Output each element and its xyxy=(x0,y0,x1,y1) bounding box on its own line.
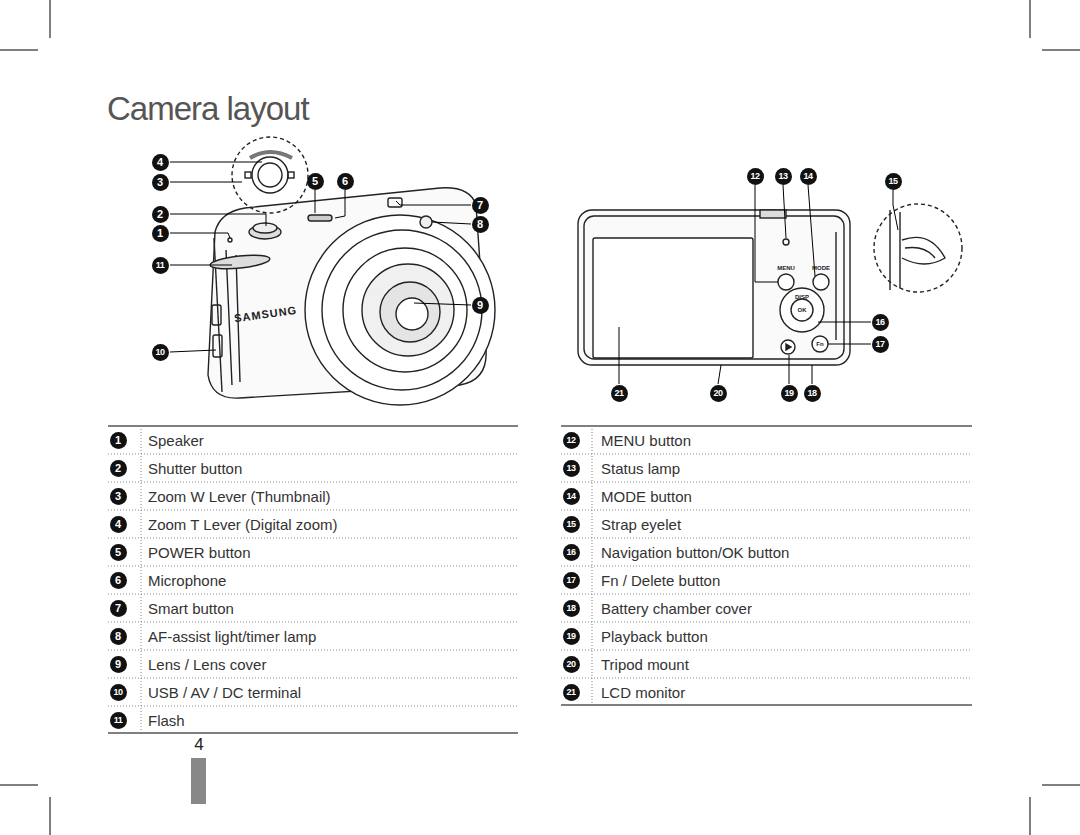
part-name: Speaker xyxy=(148,432,204,449)
callout-number: 9 xyxy=(472,297,489,314)
callout-number: 8 xyxy=(472,216,489,233)
part-name: Playback button xyxy=(601,628,708,645)
callout-number: 13 xyxy=(775,168,792,185)
part-name: Zoom W Lever (Thumbnail) xyxy=(148,488,331,505)
page-title: Camera layout xyxy=(107,90,309,128)
leader-lines xyxy=(170,162,471,352)
button-label: MODE xyxy=(812,265,830,271)
leader-lines-back xyxy=(619,185,898,384)
callout-number: 5 xyxy=(307,173,324,190)
callout-number: 21 xyxy=(611,385,628,402)
callout-number: 17 xyxy=(872,336,889,353)
callout-number: 21 xyxy=(563,684,580,701)
callout-number: 12 xyxy=(747,168,764,185)
callout-number: 8 xyxy=(110,628,127,645)
callout-number: 16 xyxy=(563,544,580,561)
camera-front xyxy=(208,137,495,405)
part-name: Navigation button/OK button xyxy=(601,544,789,561)
callout-number: 4 xyxy=(152,154,169,171)
callout-number: 2 xyxy=(110,460,127,477)
tab-bar xyxy=(191,758,206,804)
callout-number: 6 xyxy=(337,173,354,190)
callout-number: 15 xyxy=(563,516,580,533)
callout-number: 6 xyxy=(110,572,127,589)
button-label: DISP xyxy=(795,294,809,300)
part-name: MENU button xyxy=(601,432,691,449)
callout-number: 3 xyxy=(152,174,169,191)
part-name: Lens / Lens cover xyxy=(148,656,266,673)
part-name: MODE button xyxy=(601,488,692,505)
callout-number: 16 xyxy=(872,314,889,331)
callout-number: 12 xyxy=(563,432,580,449)
callout-number: 1 xyxy=(152,225,169,242)
part-name: Flash xyxy=(148,712,185,729)
part-name: Microphone xyxy=(148,572,226,589)
callout-number: 2 xyxy=(152,206,169,223)
table-rules xyxy=(108,426,972,733)
part-name: POWER button xyxy=(148,544,251,561)
callout-number: 10 xyxy=(110,684,127,701)
callout-number: 7 xyxy=(472,197,489,214)
callout-number: 4 xyxy=(110,516,127,533)
callout-number: 3 xyxy=(110,488,127,505)
part-name: Tripod mount xyxy=(601,656,689,673)
part-name: Fn / Delete button xyxy=(601,572,720,589)
callout-number: 20 xyxy=(710,385,727,402)
button-label: Fn xyxy=(816,341,823,347)
callout-number: 9 xyxy=(110,656,127,673)
part-name: Battery chamber cover xyxy=(601,600,752,617)
callout-number: 1 xyxy=(110,432,127,449)
callout-number: 13 xyxy=(563,460,580,477)
callout-number: 11 xyxy=(152,257,169,274)
part-name: Zoom T Lever (Digital zoom) xyxy=(148,516,338,533)
part-name: AF-assist light/timer lamp xyxy=(148,628,316,645)
part-name: Status lamp xyxy=(601,460,680,477)
callout-number: 17 xyxy=(563,572,580,589)
callout-number: 11 xyxy=(110,712,127,729)
callout-number: 14 xyxy=(800,168,817,185)
callout-number: 10 xyxy=(152,344,169,361)
callout-number: 19 xyxy=(563,628,580,645)
callout-number: 14 xyxy=(563,488,580,505)
camera-back xyxy=(578,204,962,365)
callout-number: 7 xyxy=(110,600,127,617)
part-name: LCD monitor xyxy=(601,684,685,701)
part-name: Strap eyelet xyxy=(601,516,681,533)
callout-number: 20 xyxy=(563,656,580,673)
callout-number: 18 xyxy=(563,600,580,617)
button-label: MENU xyxy=(777,265,795,271)
callout-number: 18 xyxy=(804,385,821,402)
callout-number: 5 xyxy=(110,544,127,561)
callout-number: 19 xyxy=(781,385,798,402)
part-name: USB / AV / DC terminal xyxy=(148,684,301,701)
page-number: 4 xyxy=(194,735,203,755)
part-name: Smart button xyxy=(148,600,234,617)
part-name: Shutter button xyxy=(148,460,242,477)
callout-number: 15 xyxy=(885,173,902,190)
button-label: OK xyxy=(798,307,807,313)
